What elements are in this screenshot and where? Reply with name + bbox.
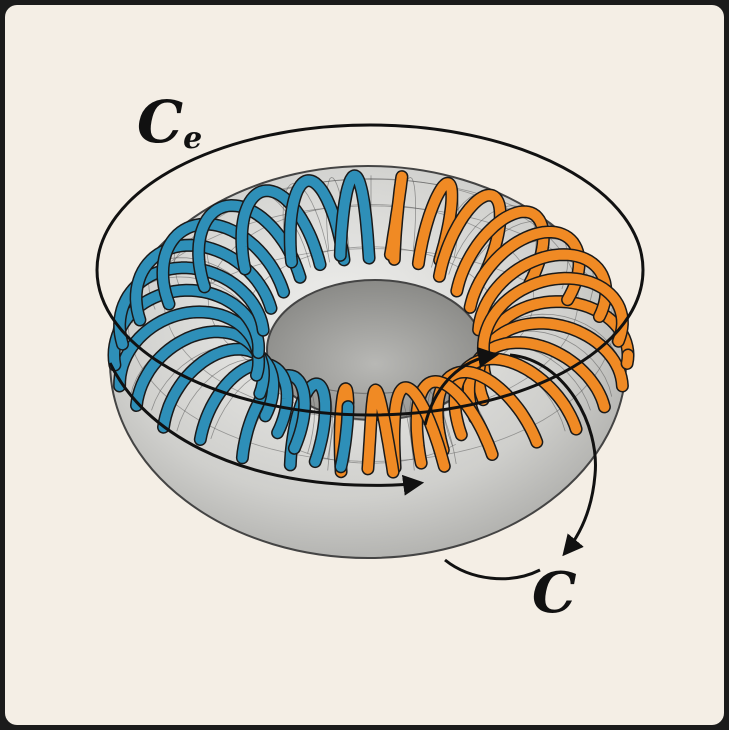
tube-loop (423, 346, 597, 581)
outer-curve-label: Ce (137, 93, 202, 168)
inner-loop-arrow (108, 362, 425, 496)
winding-wire (451, 206, 549, 296)
toroid-diagram (95, 123, 645, 581)
winding-wire (411, 376, 498, 469)
tube-loop-right (509, 353, 597, 557)
winding-wire (285, 378, 331, 470)
winding-wire (385, 171, 407, 265)
winding-wire (622, 350, 633, 369)
winding-wire (131, 240, 276, 325)
winding-wire (389, 382, 450, 473)
tube-loop-lower (444, 558, 541, 581)
winding-wire (413, 178, 457, 269)
winding-wire (285, 175, 349, 268)
winding-wire (335, 170, 375, 264)
tube-loop-upper (423, 346, 500, 426)
winding-wire (193, 200, 306, 292)
winding-wire (236, 185, 326, 274)
diagram-frame: Ce C (5, 5, 724, 725)
winding-wire (465, 227, 585, 313)
outer-loop-curve (95, 123, 645, 417)
winding-wire (114, 262, 269, 350)
outer-curve-label-subscript: e (183, 121, 203, 156)
winding-wire (434, 190, 506, 282)
winding-wire (158, 344, 279, 433)
outer-curve-label-main: C (137, 88, 184, 156)
outer-loop (95, 123, 645, 417)
inner-curve-label: C (532, 560, 577, 626)
winding-wire (478, 273, 628, 358)
winding-wire (362, 384, 399, 478)
winding-wire (463, 337, 610, 423)
winding-wire (432, 366, 542, 456)
